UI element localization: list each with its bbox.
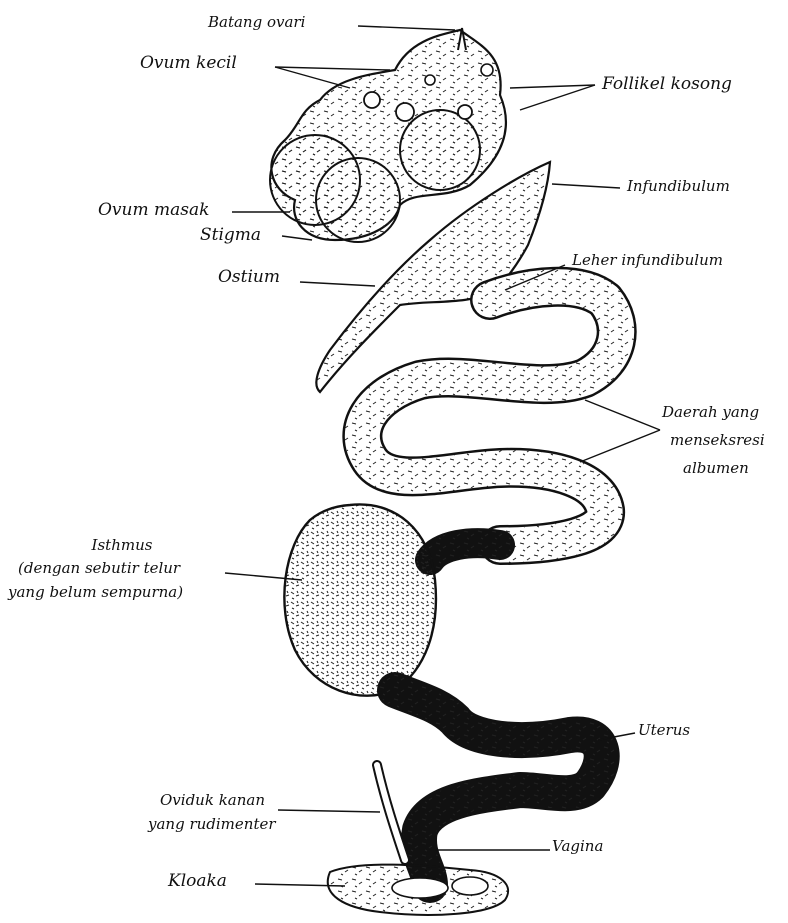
label-vagina: Vagina bbox=[552, 838, 603, 855]
label-daerah-line2: menseksresi bbox=[670, 432, 765, 449]
leader-ovum-kecil-1 bbox=[275, 67, 390, 70]
rudimentary-oviduct bbox=[377, 765, 405, 860]
cloaca-shape bbox=[328, 865, 508, 915]
label-ovum-kecil: Ovum kecil bbox=[140, 54, 237, 74]
label-ovum-masak: Ovum masak bbox=[98, 201, 209, 221]
label-isthmus-line2: (dengan sebutir telur bbox=[18, 560, 180, 577]
label-daerah-line1: Daerah yang bbox=[662, 404, 759, 421]
label-follikel-kosong: Follikel kosong bbox=[602, 75, 732, 95]
label-oviduk-line1: Oviduk kanan bbox=[160, 792, 265, 809]
leader-follikel-1 bbox=[510, 85, 595, 88]
label-batang-ovari: Batang ovari bbox=[208, 14, 305, 31]
label-isthmus-line1: Isthmus bbox=[82, 537, 162, 554]
label-daerah-line3: albumen bbox=[683, 460, 749, 477]
leader-daerah-1 bbox=[585, 400, 660, 430]
label-ostium: Ostium bbox=[218, 268, 280, 288]
label-oviduk-line2: yang rudimenter bbox=[148, 816, 276, 833]
magnum-tube bbox=[362, 287, 616, 545]
label-uterus: Uterus bbox=[638, 722, 690, 739]
label-infundibulum: Infundibulum bbox=[627, 178, 730, 195]
label-leher-infundibulum: Leher infundibulum bbox=[572, 252, 723, 269]
leader-batang-ovari bbox=[358, 26, 455, 30]
leader-infundibulum bbox=[552, 184, 620, 188]
leader-stigma bbox=[282, 236, 312, 240]
label-stigma: Stigma bbox=[200, 226, 261, 246]
isthmus-bulb bbox=[284, 504, 500, 695]
leader-ovum-kecil-2 bbox=[275, 67, 350, 88]
label-kloaka: Kloaka bbox=[168, 872, 227, 892]
leader-oviduk bbox=[278, 810, 380, 812]
lower-oviduct-tube bbox=[395, 690, 602, 885]
leader-daerah-2 bbox=[580, 430, 660, 462]
leader-ostium bbox=[300, 282, 375, 286]
leader-follikel-2 bbox=[520, 85, 595, 110]
label-isthmus-line3: yang belum sempurna) bbox=[8, 584, 183, 601]
